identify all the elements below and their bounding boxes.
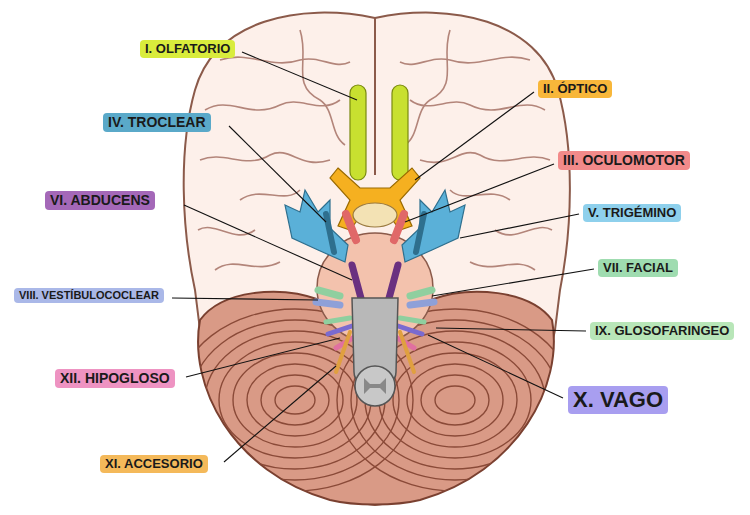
nerve-label: III. OCULOMOTOR (558, 151, 690, 170)
nerve-label: VI. ABDUCENS (45, 191, 155, 210)
nerve-label: IV. TROCLEAR (103, 113, 211, 132)
nerve-label: IX. GLOSOFARINGEO (590, 322, 734, 340)
nerve-label: XII. HIPOGLOSO (55, 369, 175, 388)
nerve-label: X. VAGO (568, 386, 668, 414)
nerve-label: II. ÓPTICO (538, 80, 612, 98)
nerve-label: VII. FACIAL (598, 259, 678, 277)
nerve-label: XI. ACCESORIO (100, 455, 208, 473)
nerve-label: V. TRIGÉMINO (583, 204, 681, 222)
nerve-label: I. OLFATORIO (140, 40, 235, 58)
nerve-label: VIII. VESTÍBULOCOCLEAR (14, 288, 164, 303)
